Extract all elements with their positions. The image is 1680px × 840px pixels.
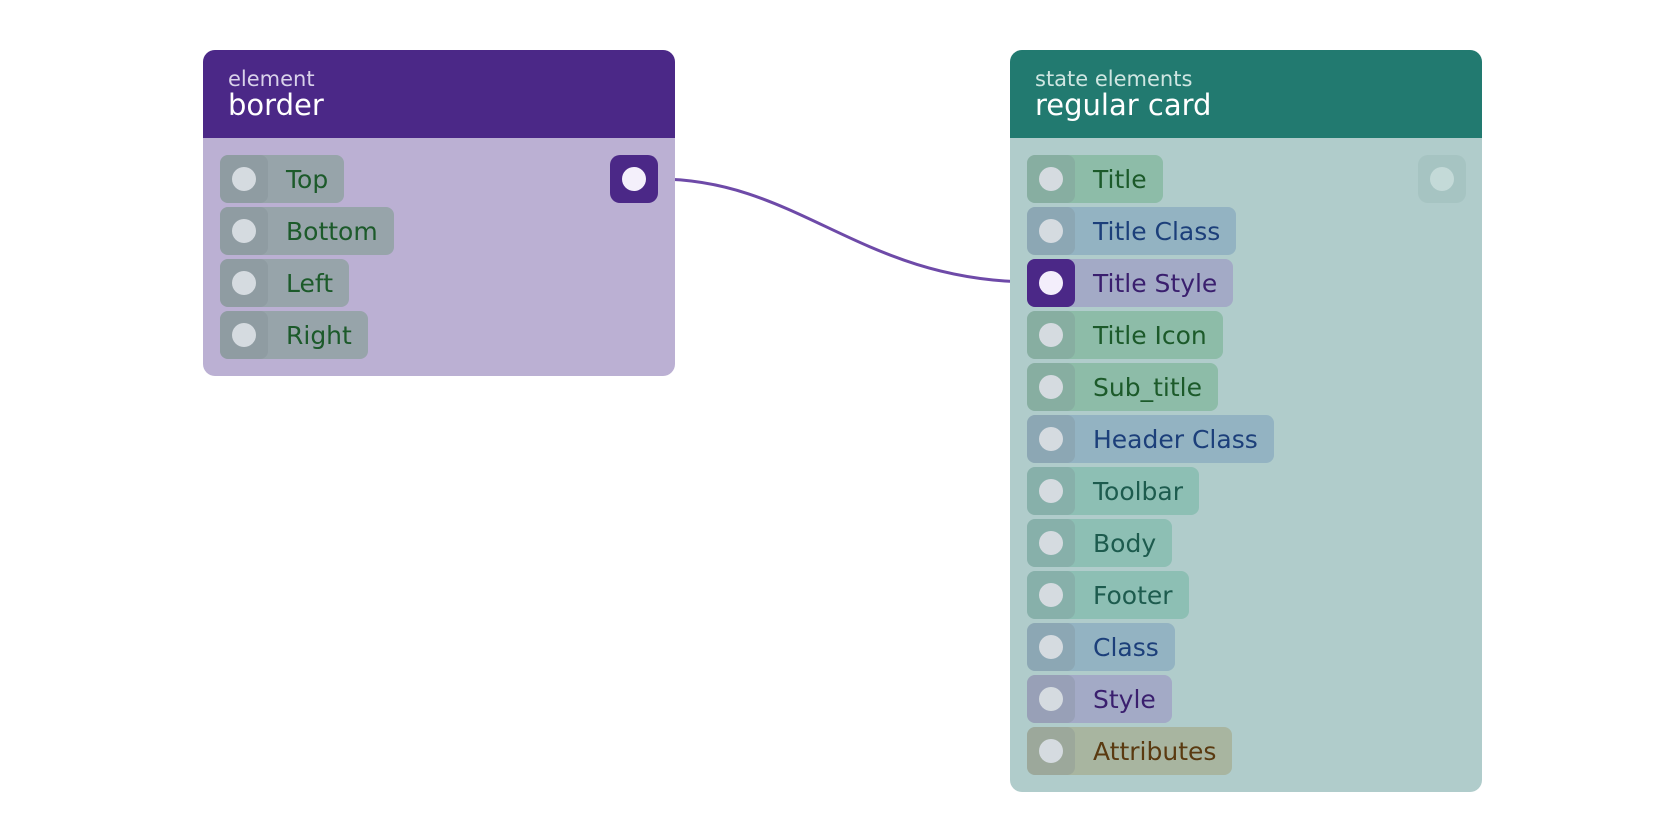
input-socket[interactable]	[1027, 259, 1075, 307]
input-socket[interactable]	[1027, 623, 1075, 671]
input-port-label: Style	[1093, 684, 1156, 714]
input-port-row: Class	[1027, 623, 1482, 675]
input-port[interactable]: Top	[220, 155, 345, 203]
input-port[interactable]: Title Class	[1027, 207, 1237, 255]
socket-dot-icon	[232, 271, 256, 295]
output-port[interactable]	[610, 155, 658, 203]
input-port-row: Title	[1027, 155, 1482, 207]
input-port-row: Title Class	[1027, 207, 1482, 259]
node-title: border	[228, 88, 324, 122]
input-port[interactable]: Left	[220, 259, 350, 307]
input-port-row: Attributes	[1027, 727, 1482, 779]
input-socket[interactable]	[220, 311, 268, 359]
input-port[interactable]: Bottom	[220, 207, 394, 255]
input-port-row: Sub_title	[1027, 363, 1482, 415]
node-header[interactable]: state elements regular card	[1010, 50, 1482, 138]
input-port-label: Top	[286, 164, 329, 194]
input-port-label: Title Class	[1093, 216, 1221, 246]
input-port-label: Title Style	[1093, 268, 1218, 298]
input-port-label: Sub_title	[1093, 372, 1202, 402]
input-socket[interactable]	[1027, 155, 1075, 203]
input-port-label: Title Icon	[1093, 320, 1207, 350]
input-socket[interactable]	[1027, 311, 1075, 359]
socket-dot-icon	[232, 167, 256, 191]
socket-dot-icon	[1039, 375, 1063, 399]
input-port-row: Right	[220, 311, 675, 363]
socket-dot-icon	[1039, 479, 1063, 503]
input-port[interactable]: Title Style	[1027, 259, 1234, 307]
input-port[interactable]: Body	[1027, 519, 1173, 567]
input-port[interactable]: Right	[220, 311, 368, 359]
input-socket[interactable]	[1027, 363, 1075, 411]
input-port-row: Bottom	[220, 207, 675, 259]
input-port-label: Header Class	[1093, 424, 1258, 454]
input-port-row: Title Icon	[1027, 311, 1482, 363]
socket-dot-icon	[1039, 427, 1063, 451]
output-port[interactable]	[1418, 155, 1466, 203]
input-port[interactable]: Title Icon	[1027, 311, 1223, 359]
node-subtitle: state elements	[1035, 67, 1193, 91]
input-port-label: Title	[1093, 164, 1147, 194]
output-socket-icon	[622, 167, 646, 191]
input-port-row: Style	[1027, 675, 1482, 727]
input-socket[interactable]	[1027, 519, 1075, 567]
input-port[interactable]: Header Class	[1027, 415, 1274, 463]
socket-dot-icon	[1039, 687, 1063, 711]
input-port[interactable]: Toolbar	[1027, 467, 1200, 515]
socket-dot-icon	[1039, 531, 1063, 555]
input-port[interactable]: Style	[1027, 675, 1172, 723]
node-title: regular card	[1035, 88, 1212, 122]
input-port-row: Title Style	[1027, 259, 1482, 311]
input-port-label: Left	[286, 268, 334, 298]
input-port-row: Toolbar	[1027, 467, 1482, 519]
input-port-label: Right	[286, 320, 352, 350]
socket-dot-icon	[1039, 219, 1063, 243]
socket-dot-icon	[1039, 167, 1063, 191]
socket-dot-icon	[1039, 271, 1063, 295]
input-port[interactable]: Class	[1027, 623, 1175, 671]
input-port-label: Attributes	[1093, 736, 1217, 766]
node-header[interactable]: element border	[203, 50, 675, 138]
socket-dot-icon	[1039, 739, 1063, 763]
input-port[interactable]: Attributes	[1027, 727, 1233, 775]
input-port-label: Toolbar	[1093, 476, 1184, 506]
input-port-row: Body	[1027, 519, 1482, 571]
input-socket[interactable]	[1027, 467, 1075, 515]
input-socket[interactable]	[1027, 571, 1075, 619]
connection-wire[interactable]	[657, 177, 1035, 284]
input-port-label: Class	[1093, 632, 1159, 662]
input-port-row: Top	[220, 155, 675, 207]
input-port[interactable]: Title	[1027, 155, 1163, 203]
socket-dot-icon	[1039, 583, 1063, 607]
socket-dot-icon	[1039, 635, 1063, 659]
input-socket[interactable]	[220, 207, 268, 255]
input-port-row: Footer	[1027, 571, 1482, 623]
input-socket[interactable]	[1027, 675, 1075, 723]
input-port[interactable]: Sub_title	[1027, 363, 1218, 411]
input-socket[interactable]	[1027, 207, 1075, 255]
input-port-row: Left	[220, 259, 675, 311]
input-socket[interactable]	[1027, 415, 1075, 463]
input-socket[interactable]	[1027, 727, 1075, 775]
node-subtitle: element	[228, 67, 315, 91]
input-port-label: Bottom	[286, 216, 378, 246]
input-socket[interactable]	[220, 259, 268, 307]
output-socket-icon	[1430, 167, 1454, 191]
input-socket[interactable]	[220, 155, 268, 203]
input-port-label: Body	[1093, 528, 1157, 558]
input-port-label: Footer	[1093, 580, 1173, 610]
socket-dot-icon	[232, 323, 256, 347]
input-port[interactable]: Footer	[1027, 571, 1189, 619]
input-port-row: Header Class	[1027, 415, 1482, 467]
socket-dot-icon	[1039, 323, 1063, 347]
socket-dot-icon	[232, 219, 256, 243]
